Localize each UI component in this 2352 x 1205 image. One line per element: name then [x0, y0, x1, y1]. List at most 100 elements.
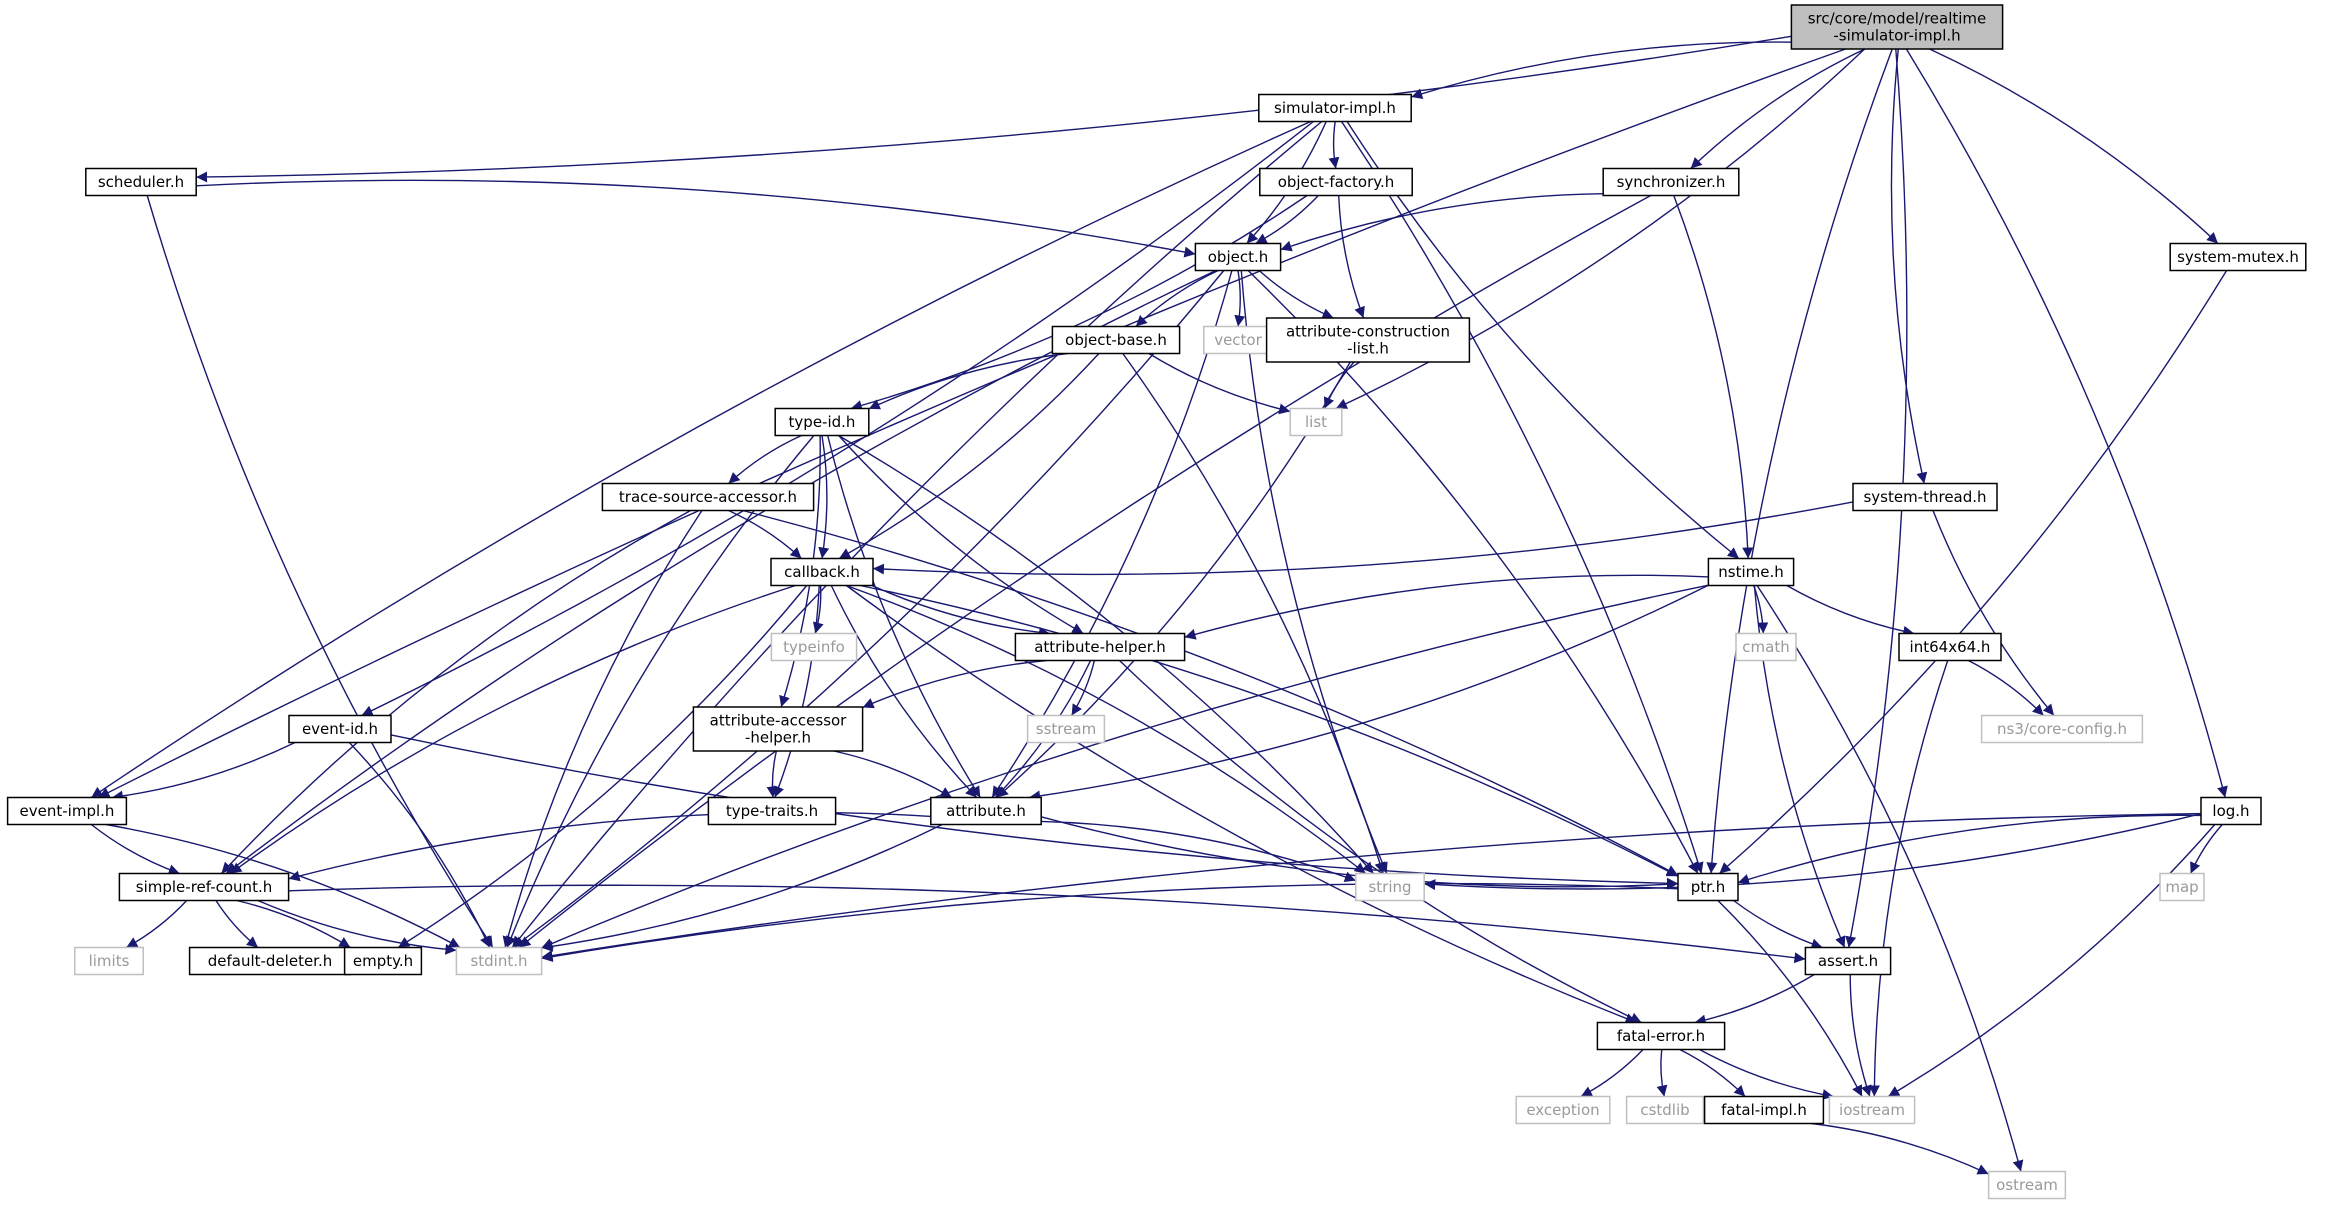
edge-type-id-to-attribute	[827, 435, 981, 798]
edge-object-base-to-list	[1148, 352, 1291, 415]
node-ptr[interactable]: ptr.h	[1677, 872, 1739, 902]
edge-object-factory-to-attribute-construction-list	[1338, 195, 1365, 319]
node-attribute[interactable]: attribute.h	[930, 796, 1042, 826]
node-label-simulator-impl: simulator-impl.h	[1274, 99, 1396, 117]
node-box-core-config	[1980, 714, 2144, 744]
node-box-root	[1790, 4, 2004, 50]
node-type-traits[interactable]: type-traits.h	[707, 796, 837, 826]
node-system-mutex[interactable]: system-mutex.h	[2169, 242, 2307, 272]
node-box-type-traits	[707, 796, 837, 826]
node-root[interactable]: src/core/model/realtime-simulator-impl.h	[1790, 4, 2004, 50]
edge-synchronizer-to-stdint	[518, 194, 1652, 949]
node-box-attribute-helper	[1014, 632, 1186, 662]
node-system-thread[interactable]: system-thread.h	[1852, 482, 1998, 512]
node-attribute-accessor-helper[interactable]: attribute-accessor-helper.h	[692, 706, 864, 752]
node-event-impl[interactable]: event-impl.h	[6, 796, 128, 826]
node-scheduler[interactable]: scheduler.h	[85, 167, 197, 197]
node-object[interactable]: object.h	[1194, 242, 1282, 272]
node-label-empty: empty.h	[353, 952, 413, 970]
node-box-empty	[343, 946, 423, 976]
edge-root-to-synchronizer	[1690, 48, 1866, 170]
edge-type-id-to-attribute-helper	[838, 435, 1084, 635]
node-label-int64x64: int64x64.h	[1910, 638, 1991, 656]
node-nstime[interactable]: nstime.h	[1707, 557, 1795, 587]
edge-attribute-helper-to-fatal-error	[1119, 659, 1642, 1024]
node-box-default-deleter	[188, 946, 352, 976]
node-label-attribute-construction-list: attribute-construction	[1286, 323, 1450, 341]
edge-system-mutex-to-ptr	[1718, 270, 2228, 875]
edge-callback-to-string	[846, 584, 1367, 875]
node-int64x64[interactable]: int64x64.h	[1898, 632, 2002, 662]
node-callback[interactable]: callback.h	[770, 557, 874, 587]
node-log[interactable]: log.h	[2200, 796, 2262, 826]
edge-ptr-to-stdint	[541, 882, 1679, 963]
edge-object-base-to-callback	[838, 353, 1100, 560]
edge-event-impl-to-stdint	[105, 823, 461, 949]
node-map: map	[2159, 872, 2205, 902]
node-label-cstdlib: cstdlib	[1640, 1101, 1689, 1119]
node-object-factory[interactable]: object-factory.h	[1259, 167, 1413, 197]
edge-fatal-error-to-cstdlib	[1656, 1049, 1668, 1097]
edge-callback-to-ptr	[859, 584, 1679, 877]
node-label-core-config: ns3/core-config.h	[1997, 720, 2127, 738]
node-type-id[interactable]: type-id.h	[774, 407, 870, 437]
edge-root-to-list	[1335, 48, 1866, 410]
node-label-event-impl: event-impl.h	[20, 802, 115, 820]
edge-attribute-to-string	[1041, 820, 1357, 883]
node-box-object	[1194, 242, 1282, 272]
node-attribute-helper[interactable]: attribute-helper.h	[1014, 632, 1186, 662]
node-fatal-error[interactable]: fatal-error.h	[1596, 1021, 1726, 1051]
node-event-id[interactable]: event-id.h	[288, 714, 392, 744]
edge-system-thread-to-core-config	[1932, 510, 2055, 716]
node-attribute-construction-list[interactable]: attribute-construction-list.h	[1265, 317, 1471, 363]
node-ostream: ostream	[1987, 1170, 2067, 1200]
node-label-exception: exception	[1526, 1101, 1599, 1119]
node-label-ptr: ptr.h	[1691, 878, 1725, 896]
node-default-deleter[interactable]: default-deleter.h	[188, 946, 352, 976]
edge-simple-ref-count-to-limits	[125, 900, 188, 949]
edge-nstime-to-int64x64	[1786, 584, 1915, 637]
node-simulator-impl[interactable]: simulator-impl.h	[1258, 93, 1412, 123]
edge-assert-to-fatal-error	[1694, 973, 1815, 1026]
edge-attribute-helper-to-attribute-accessor-helper	[862, 659, 1048, 709]
node-label-ostream: ostream	[1996, 1176, 2058, 1194]
node-synchronizer[interactable]: synchronizer.h	[1602, 167, 1740, 197]
node-label-stdint: stdint.h	[470, 952, 527, 970]
node-label-log: log.h	[2212, 802, 2249, 820]
node-label-object-factory: object-factory.h	[1278, 173, 1395, 191]
node-box-system-mutex	[2169, 242, 2307, 272]
node-fatal-impl[interactable]: fatal-impl.h	[1703, 1095, 1825, 1125]
edge-nstime-to-attribute	[1029, 584, 1709, 802]
node-box-scheduler	[85, 167, 197, 197]
node-object-base[interactable]: object-base.h	[1051, 325, 1181, 355]
edge-int64x64-to-iostream	[1868, 660, 1949, 1097]
edge-ptr-to-iostream	[1717, 900, 1863, 1097]
node-box-attribute-accessor-helper	[692, 706, 864, 752]
node-box-int64x64	[1898, 632, 2002, 662]
node-label-attribute-helper: attribute-helper.h	[1034, 638, 1166, 656]
node-simple-ref-count[interactable]: simple-ref-count.h	[118, 872, 290, 902]
node-label-cmath: cmath	[1742, 638, 1789, 656]
node-label-fatal-impl: fatal-impl.h	[1721, 1101, 1807, 1119]
edge-object-to-object-base	[1135, 269, 1219, 328]
edge-object-factory-to-object	[1255, 195, 1319, 245]
edge-log-to-iostream	[1887, 824, 2216, 1098]
node-box-iostream	[1828, 1095, 1916, 1125]
node-box-object-factory	[1259, 167, 1413, 197]
node-box-exception	[1515, 1095, 1611, 1125]
edge-log-to-string	[1424, 813, 2202, 891]
node-core-config: ns3/core-config.h	[1980, 714, 2144, 744]
edge-attribute-accessor-helper-to-attribute	[833, 750, 953, 799]
node-string: string	[1355, 872, 1425, 902]
edge-scheduler-to-object	[196, 179, 1196, 258]
edge-attribute-to-simple-ref-count	[288, 811, 931, 882]
edge-simple-ref-count-to-empty	[236, 899, 351, 949]
node-empty[interactable]: empty.h	[343, 946, 423, 976]
node-trace-source-accessor[interactable]: trace-source-accessor.h	[601, 482, 815, 512]
edge-root-to-ptr	[1706, 48, 1893, 874]
edge-event-id-to-event-impl	[111, 741, 296, 802]
node-iostream: iostream	[1828, 1095, 1916, 1125]
edge-nstime-to-stdint	[541, 584, 1709, 949]
node-assert[interactable]: assert.h	[1804, 946, 1892, 976]
edge-nstime-to-attribute-helper	[1184, 574, 1709, 640]
